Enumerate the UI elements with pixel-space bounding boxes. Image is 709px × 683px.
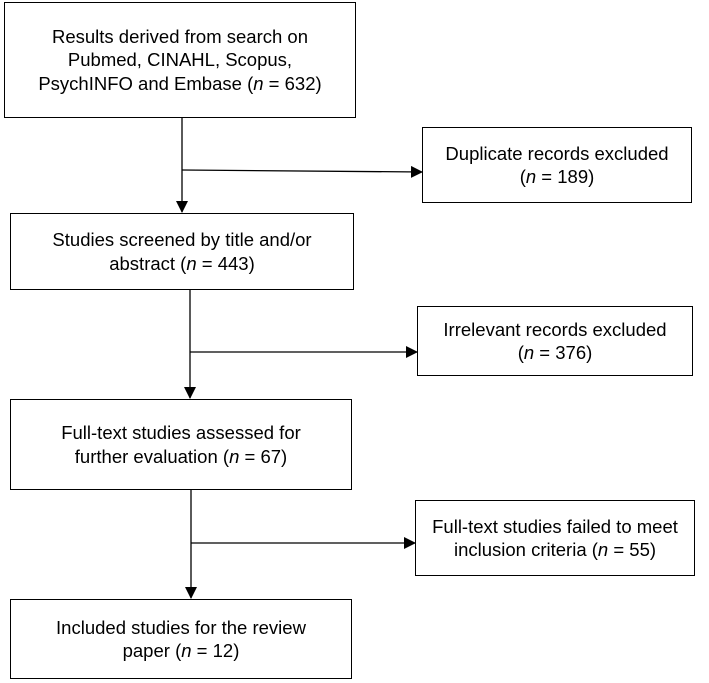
screening-n-label: n bbox=[186, 252, 197, 274]
screening-text: Studies screened by title and/or abstrac… bbox=[52, 228, 311, 275]
failed-criteria-text: Full-text studies failed to meet inclusi… bbox=[432, 515, 678, 562]
identification-line-2: Pubmed, CINAHL, Scopus, bbox=[67, 49, 293, 71]
irrelevant-excluded-text: Irrelevant records excluded (n = 376) bbox=[443, 318, 666, 365]
identification-n-value: = 632) bbox=[263, 72, 322, 94]
failed-criteria-n-value: = 55) bbox=[608, 539, 657, 560]
identification-n-label: n bbox=[253, 72, 264, 94]
screening-n-value: = 443) bbox=[196, 252, 255, 274]
included-line-2: paper (n = 12) bbox=[56, 639, 306, 662]
failed-criteria-line-2: inclusion criteria (n = 55) bbox=[432, 538, 678, 561]
full-text-assessed-text: Full-text studies assessed for further e… bbox=[61, 421, 301, 468]
screening-line-2: abstract (n = 443) bbox=[52, 252, 311, 275]
irrelevant-excluded-line-2-prefix: ( bbox=[517, 342, 524, 363]
irrelevant-excluded-n-value: = 376) bbox=[534, 342, 593, 363]
duplicates-excluded-line-1: Duplicate records excluded bbox=[445, 142, 669, 164]
included-n-label: n bbox=[181, 640, 192, 661]
identification-line-3-prefix: PsychINFO and Embase ( bbox=[38, 72, 254, 94]
full-text-assessed-line-1: Full-text studies assessed for bbox=[61, 422, 301, 444]
duplicates-excluded-n-value: = 189) bbox=[536, 166, 595, 187]
included-line-2-prefix: paper ( bbox=[122, 640, 182, 661]
irrelevant-excluded-line-1: Irrelevant records excluded bbox=[443, 318, 667, 340]
irrelevant-excluded-n-label: n bbox=[523, 342, 535, 363]
screening-line-1: Studies screened by title and/or bbox=[52, 229, 312, 251]
included-text: Included studies for the review paper (n… bbox=[56, 616, 306, 663]
screening-line-2-prefix: abstract ( bbox=[109, 252, 187, 274]
duplicates-excluded-n-label: n bbox=[525, 166, 537, 187]
failed-criteria-line-2-prefix: inclusion criteria ( bbox=[453, 539, 598, 560]
duplicates-excluded-box: Duplicate records excluded (n = 189) bbox=[422, 127, 692, 203]
identification-box: Results derived from search on Pubmed, C… bbox=[4, 2, 356, 118]
failed-criteria-box: Full-text studies failed to meet inclusi… bbox=[415, 500, 695, 576]
full-text-assessed-n-label: n bbox=[229, 445, 240, 467]
identification-line-3: PsychINFO and Embase (n = 632) bbox=[38, 72, 321, 95]
full-text-assessed-n-value: = 67) bbox=[239, 445, 288, 467]
full-text-assessed-box: Full-text studies assessed for further e… bbox=[10, 399, 352, 490]
included-box: Included studies for the review paper (n… bbox=[10, 599, 352, 679]
duplicates-excluded-line-2: (n = 189) bbox=[445, 165, 668, 188]
screening-box: Studies screened by title and/or abstrac… bbox=[10, 213, 354, 290]
duplicates-excluded-line-2-prefix: ( bbox=[519, 166, 526, 187]
duplicates-excluded-text: Duplicate records excluded (n = 189) bbox=[445, 142, 668, 189]
failed-criteria-n-label: n bbox=[597, 539, 609, 560]
full-text-assessed-line-2: further evaluation (n = 67) bbox=[61, 445, 301, 468]
included-n-value: = 12) bbox=[191, 640, 240, 661]
full-text-assessed-line-2-prefix: further evaluation ( bbox=[74, 445, 230, 467]
identification-line-1: Results derived from search on bbox=[51, 25, 309, 47]
arrow-to-duplicates-excluded bbox=[181, 165, 423, 178]
irrelevant-excluded-box: Irrelevant records excluded (n = 376) bbox=[417, 306, 693, 376]
irrelevant-excluded-line-2: (n = 376) bbox=[443, 341, 666, 364]
failed-criteria-line-1: Full-text studies failed to meet bbox=[432, 515, 678, 537]
included-line-1: Included studies for the review bbox=[56, 616, 306, 638]
identification-text: Results derived from search on Pubmed, C… bbox=[38, 25, 321, 95]
